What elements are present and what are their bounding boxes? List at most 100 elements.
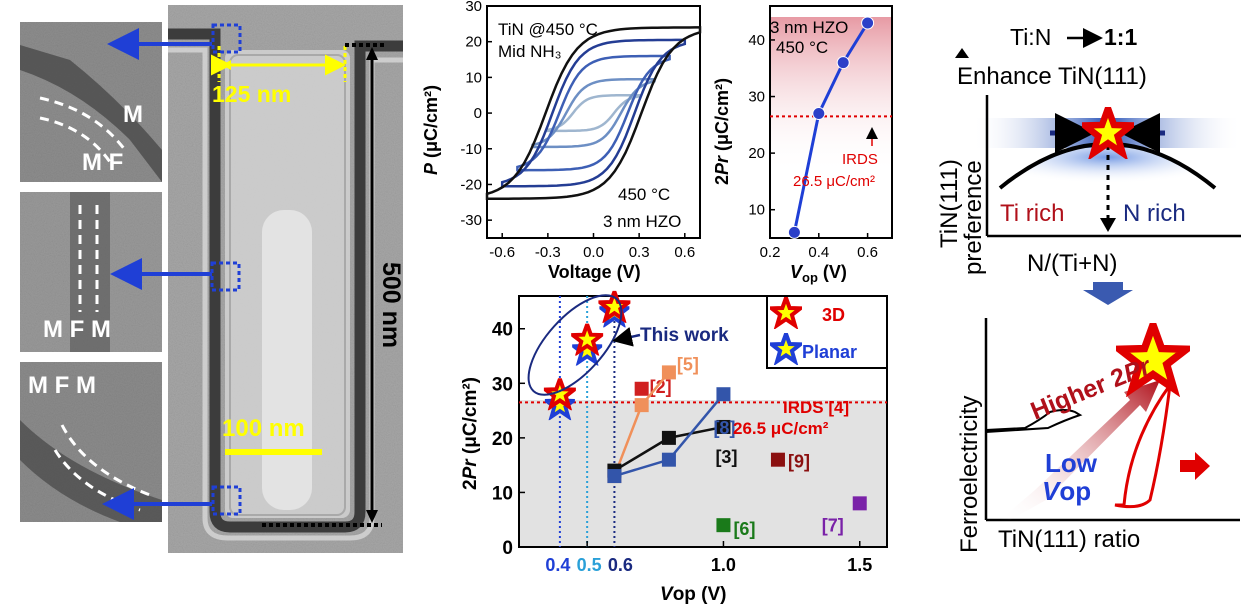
prv-point <box>812 107 826 121</box>
concept-title-1: Ti:N <box>1010 24 1051 50</box>
concept-top-marker <box>955 48 969 58</box>
tem-panel: M M F M F M M F M <box>20 5 405 553</box>
ref-point <box>607 469 622 484</box>
hysteresis-loop-1 <box>546 93 641 133</box>
benchmark-shade <box>519 400 887 547</box>
legend-planar-label: Planar <box>802 342 857 362</box>
pr-vop-shade <box>770 17 892 174</box>
prv-ylabel: 2Pr (μC/cm²) <box>712 78 732 185</box>
concept-top: Ti:N 1:1 Enhance TiN(111) Ti rich N rich… <box>936 24 1242 305</box>
ref-label: [8] <box>713 418 735 438</box>
concept-right-arrow <box>1180 452 1210 480</box>
ref-point <box>716 387 731 402</box>
concept-top-ylabel-2: preference <box>960 160 987 275</box>
concept-title-2: 1:1 <box>1104 24 1137 50</box>
ref-label: [7] <box>822 515 844 535</box>
prv-line <box>792 22 869 233</box>
hyst-xlabel: Voltage (V) <box>548 262 641 282</box>
hyst-xtick-label: -0.6 <box>489 244 515 261</box>
prv-point <box>861 16 875 30</box>
bm-ytick-label: 0 <box>502 538 513 559</box>
concept-low-label-2: Vop <box>1042 476 1091 506</box>
hyst-xtick-label: 0.3 <box>629 244 650 261</box>
prv-irds-label-1: IRDS <box>842 151 878 168</box>
hyst-ytick-label: 20 <box>465 34 482 51</box>
concept-down-arrow <box>1083 282 1133 305</box>
hyst-xtick-label: 0.0 <box>583 244 604 261</box>
inset-bot-label: M F M <box>28 372 96 399</box>
hyst-ytick-label: 0 <box>474 105 482 122</box>
tem-main-image <box>168 5 403 553</box>
hyst-annotation-4: 3 nm HZO <box>603 212 681 231</box>
prv-xtick-label: 0.6 <box>857 244 878 261</box>
scale-bar-label: 100 nm <box>222 415 305 442</box>
scale-bar <box>225 449 322 455</box>
prv-xtick-label: 0.4 <box>808 244 829 261</box>
bm-ytick-label: 40 <box>492 320 513 341</box>
hyst-annotation-3: 450 °C <box>618 185 670 204</box>
prv-ytick-label: 20 <box>748 145 765 162</box>
benchmark-irds-value: 26.5 μC/cm² <box>733 419 829 438</box>
concept-small-loop <box>985 409 1083 433</box>
bm-xtick-colored: 0.5 <box>577 555 602 575</box>
hysteresis-frame <box>486 5 701 239</box>
ref-point <box>770 452 785 467</box>
bm-xtick-colored: 0.4 <box>545 555 570 575</box>
concept-bot-xlabel: TiN(111) ratio <box>998 526 1140 553</box>
benchmark-xlabel: Vop (V) <box>660 584 727 605</box>
this-work-ellipse <box>527 294 623 396</box>
bm-xtick-label: 1.0 <box>711 555 736 575</box>
pr-vop-series <box>787 16 875 239</box>
concept-large-loop <box>1114 379 1173 509</box>
width-label: 125 nm <box>212 81 291 107</box>
legend-3d-label: 3D <box>822 305 845 325</box>
this-work-label: This work <box>640 325 729 346</box>
bm-xtick-label: 1.5 <box>847 555 872 575</box>
benchmark-frame <box>518 295 888 548</box>
inset-mid-label: M F M <box>43 316 111 343</box>
benchmark-refs: [2][5][3][8][9][6][7] <box>607 354 867 539</box>
concept-bot-ylabel: Ferroelectricity <box>956 396 983 553</box>
ref-point <box>716 518 731 533</box>
prv-ytick-label: 10 <box>748 202 765 219</box>
hyst-ylabel: P (μC/cm²) <box>421 85 441 175</box>
prv-irds-label-2: 26.5 μC/cm² <box>793 173 875 190</box>
ref-label: [6] <box>733 519 755 539</box>
ref-point <box>716 419 731 434</box>
inset-top-label-m: M <box>123 101 143 128</box>
bm-ytick-label: 10 <box>492 483 513 504</box>
prv-point <box>836 56 850 70</box>
prv-xtick-label: 0.2 <box>760 244 781 261</box>
hyst-ytick-label: 10 <box>465 69 482 86</box>
ref-point <box>661 452 676 467</box>
ref-label: [9] <box>788 452 810 472</box>
concept-top-xlabel: N/(Ti+N) <box>1027 250 1117 277</box>
prv-point <box>787 225 801 239</box>
concept-low-label-1: Low <box>1045 448 1098 478</box>
concept-title-3: Enhance TiN(111) <box>957 63 1147 90</box>
prv-annotation-1-text: 3 nm HZO <box>770 18 848 37</box>
hyst-annotation-1: TiN @450 °C <box>498 20 598 39</box>
hyst-ytick-label: 30 <box>465 0 482 15</box>
ref-point <box>634 381 649 396</box>
benchmark-irds-label: IRDS [4] <box>783 398 849 417</box>
ref-label: [5] <box>677 354 699 374</box>
height-label: 500 nm <box>377 262 405 348</box>
pr-vop-frame <box>769 5 893 239</box>
tem-box-top <box>211 23 242 54</box>
ref-point <box>634 398 649 413</box>
bm-xtick-colored: 0.6 <box>608 555 633 575</box>
hyst-xtick-label: -0.3 <box>535 244 561 261</box>
ref-label: [3] <box>715 447 737 467</box>
prv-annotation-2: 450 °C <box>776 38 828 57</box>
hyst-ytick-label: -30 <box>460 212 482 229</box>
inset-top-label-mf: M F <box>82 149 123 176</box>
hyst-annotation-2: Mid NH₃ <box>498 42 562 61</box>
ref-point <box>661 365 676 380</box>
